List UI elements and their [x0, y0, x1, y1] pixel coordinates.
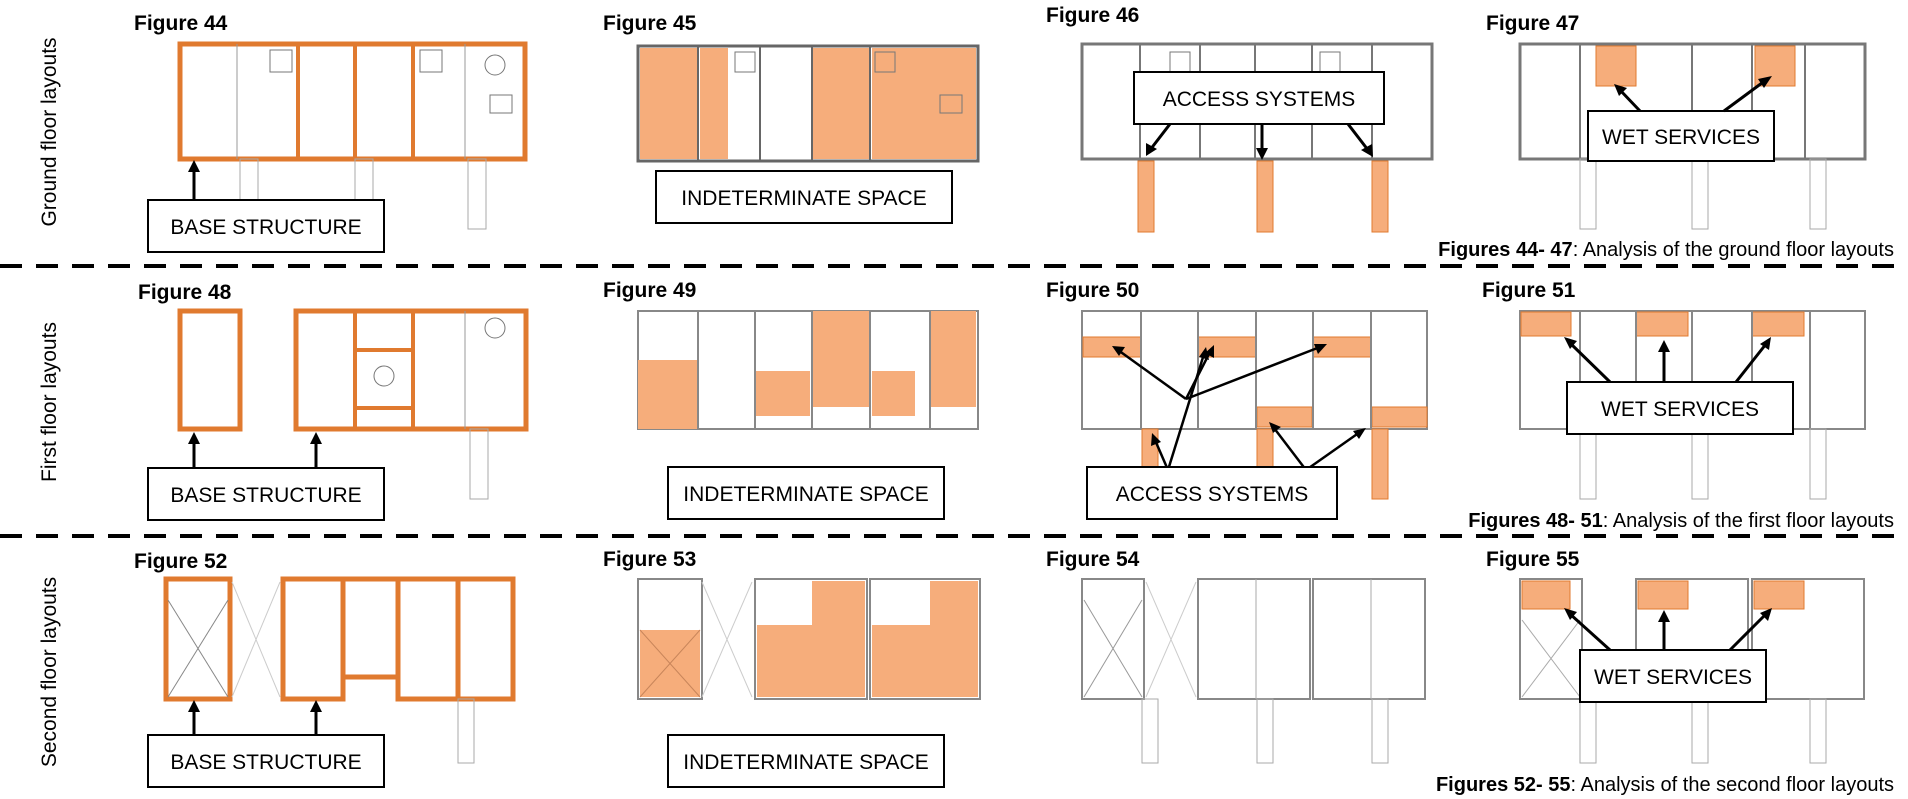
callout-box [1587, 110, 1775, 162]
arrow [1568, 341, 1612, 384]
arrow [1166, 353, 1206, 471]
arrow [1117, 348, 1187, 401]
figure-title: Figure 47 [1486, 12, 1579, 35]
callout-box [1566, 381, 1794, 435]
callout-box [655, 170, 953, 224]
callout-base-structure: BASE STRUCTURE [170, 484, 361, 507]
figure-title: Figure 54 [1046, 548, 1140, 571]
floor-plan-figure-44 [177, 41, 528, 230]
figure-title: Figure 49 [603, 279, 696, 302]
callout-box [147, 467, 385, 521]
figure-title: Figure 53 [603, 548, 696, 571]
callout-access-systems: ACCESS SYSTEMS [1116, 483, 1309, 506]
figure-title: Figure 48 [138, 281, 232, 304]
arrow [1305, 430, 1361, 472]
callout-access-systems: ACCESS SYSTEMS [1163, 88, 1356, 111]
callout-base-structure: BASE STRUCTURE [170, 216, 361, 239]
callout-box [667, 466, 945, 520]
floor-plan-figure-54 [1081, 578, 1426, 764]
figure-title: Figure 50 [1046, 279, 1139, 302]
arrow [1618, 88, 1642, 113]
row-caption-ground: Figures 44- 47: Analysis of the ground f… [1438, 239, 1894, 261]
arrow [1728, 612, 1768, 652]
callout-indeterminate-space: INDETERMINATE SPACE [683, 483, 928, 506]
arrow [1723, 78, 1767, 113]
floor-plan-figure-45 [636, 44, 980, 163]
arrow [1346, 123, 1370, 151]
callout-wet-services: WET SERVICES [1601, 398, 1759, 421]
figure-title: Figure 55 [1486, 548, 1580, 571]
figure-title: Figure 46 [1046, 4, 1139, 27]
floor-plan-figure-48 [177, 308, 529, 500]
callout-box [1086, 466, 1338, 520]
callout-wet-services: WET SERVICES [1594, 666, 1752, 689]
figure-title: Figure 51 [1482, 279, 1576, 302]
row-caption-first: Figures 48- 51: Analysis of the first fl… [1468, 510, 1894, 532]
row-label-second: Second floor layouts [38, 577, 61, 767]
floor-plan-figure-49 [637, 310, 979, 430]
callout-box [147, 199, 385, 253]
callout-wet-services: WET SERVICES [1602, 126, 1760, 149]
floor-plan-figure-53 [637, 578, 981, 700]
arrow [1148, 123, 1172, 151]
callout-box [1133, 71, 1385, 125]
arrow [1734, 343, 1768, 383]
row-caption-second: Figures 52- 55: Analysis of the second f… [1436, 774, 1894, 796]
callout-box [1579, 649, 1767, 703]
callout-base-structure: BASE STRUCTURE [170, 751, 361, 774]
figure-title: Figure 45 [603, 12, 697, 35]
arrow [1568, 612, 1612, 652]
row-label-first: First floor layouts [38, 322, 61, 482]
row-label-ground: Ground floor layouts [38, 37, 61, 226]
callout-indeterminate-space: INDETERMINATE SPACE [683, 751, 928, 774]
callout-box [667, 734, 945, 788]
floor-plan-figure-50 [1081, 310, 1428, 500]
arrow [1153, 439, 1170, 471]
arrow [1185, 345, 1321, 401]
floor-plan-figure-52 [163, 576, 516, 764]
callout-indeterminate-space: INDETERMINATE SPACE [681, 187, 926, 210]
callout-box [147, 734, 385, 788]
figure-title: Figure 52 [134, 550, 227, 573]
arrow [1273, 427, 1307, 471]
figure-title: Figure 44 [134, 12, 228, 35]
